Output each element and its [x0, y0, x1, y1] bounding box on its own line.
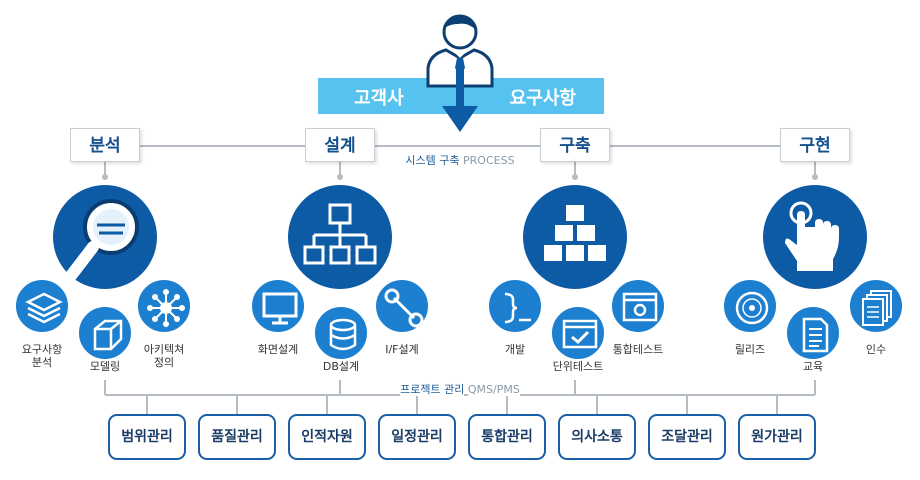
pm-main: 프로젝트 관리: [400, 383, 465, 396]
design-item-label: DB설계: [322, 360, 360, 373]
build-circle: [523, 185, 627, 289]
build-item-circle: [610, 278, 666, 334]
implement-circle: [763, 185, 867, 289]
implement-item-circle: [848, 278, 904, 334]
analysis-item-circle: [14, 278, 70, 334]
disc-icon: [735, 291, 769, 325]
mgmt-item-communication: 의사소통: [558, 414, 636, 460]
document-icon: [802, 317, 829, 353]
mgmt-item-procurement: 조달관리: [648, 414, 726, 460]
implement-item-circle: [722, 278, 778, 334]
design-item-circle: [313, 305, 369, 361]
build-item-circle: [550, 305, 606, 361]
mgmt-item-quality: 품질관리: [198, 414, 276, 460]
banner-client-label: 고객사: [354, 88, 404, 109]
build-item-label: 개발: [504, 343, 526, 356]
analysis-item-label: 요구사항 분석: [21, 343, 63, 369]
project-management-label: 프로젝트 관리 QMS/PMS: [360, 381, 560, 397]
magnifier-icon: [61, 199, 139, 287]
design-item-circle: [374, 278, 430, 334]
connector-dot: [102, 174, 108, 180]
connector-dot: [572, 174, 578, 180]
interface-icon: [384, 288, 424, 328]
files-icon: [862, 290, 892, 326]
network-icon: [147, 289, 185, 327]
window-icon: [622, 292, 658, 322]
build-item-label: 통합테스트: [612, 343, 664, 356]
build-item-label: 단위테스트: [552, 360, 604, 373]
blocks-icon: [544, 205, 606, 261]
banner-requirements-label: 요구사항: [509, 88, 576, 109]
implement-item-label: 인수: [865, 343, 887, 356]
mgmt-item-scope: 범위관리: [108, 414, 186, 460]
checklist-icon: [562, 319, 598, 349]
cube-icon: [93, 319, 123, 351]
code-icon: [504, 292, 531, 324]
mgmt-item-integration: 통합관리: [468, 414, 546, 460]
analysis-item-label: 모델링: [89, 360, 121, 373]
phase-analysis: 분석: [70, 128, 140, 162]
mgmt-item-cost: 원가관리: [738, 414, 816, 460]
mgmt-item-human-resources: 인적자원: [288, 414, 366, 460]
design-item-label: I/F설계: [385, 343, 419, 356]
design-item-label: 화면설계: [257, 343, 299, 356]
person-icon: [426, 14, 494, 132]
implement-item-label: 교육: [802, 360, 824, 373]
hand-pointer-icon: [785, 201, 839, 271]
org-chart-icon: [303, 203, 377, 265]
mgmt-item-schedule: 일정관리: [378, 414, 456, 460]
database-icon: [329, 318, 357, 351]
analysis-item-circle: [77, 305, 133, 361]
connector-dot: [812, 174, 818, 180]
analysis-circle: [53, 185, 157, 289]
analysis-item-circle: [136, 278, 192, 334]
implement-item-circle: [785, 305, 841, 361]
process-sub: PROCESS: [463, 154, 515, 167]
connector-dot: [337, 174, 343, 180]
implement-item-label: 릴리즈: [734, 343, 766, 356]
design-item-circle: [250, 278, 306, 334]
pm-sub: QMS/PMS: [467, 383, 520, 396]
monitor-icon: [262, 292, 298, 325]
design-circle: [288, 185, 392, 289]
analysis-item-label: 아키텍쳐 정의: [143, 343, 185, 369]
phase-implement: 구현: [780, 128, 850, 162]
process-main: 시스템 구축: [405, 154, 460, 167]
layers-icon: [25, 292, 63, 324]
phase-build: 구축: [540, 128, 610, 162]
build-item-circle: [487, 278, 543, 334]
system-build-process-label: 시스템 구축 PROCESS: [360, 152, 560, 168]
phase-design: 설계: [305, 128, 375, 162]
